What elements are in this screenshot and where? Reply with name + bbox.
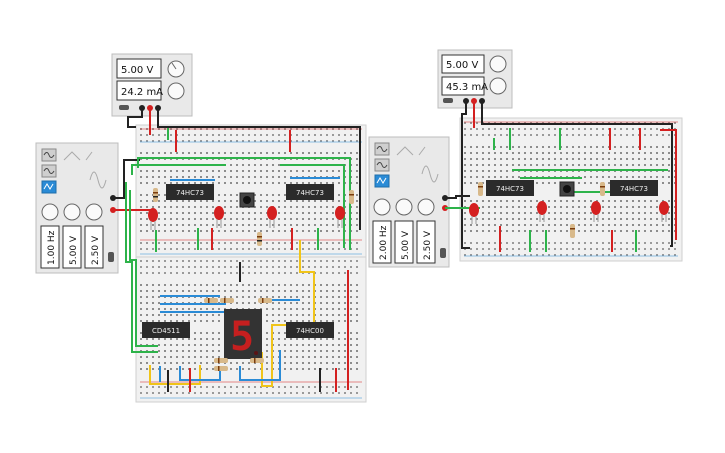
resistor[interactable] bbox=[349, 190, 354, 204]
offset-display bbox=[416, 220, 436, 264]
amplitude-knob[interactable] bbox=[395, 198, 413, 216]
function-generator-right[interactable]: 2.00 Hz 5.00 V 2.50 V bbox=[368, 136, 450, 268]
frequency-display bbox=[372, 220, 392, 264]
frequency-knob[interactable] bbox=[41, 203, 59, 221]
current-readout: 45.3 mA bbox=[446, 82, 488, 93]
frequency-readout: 2.00 Hz bbox=[379, 225, 389, 260]
frequency-readout: 1.00 Hz bbox=[47, 230, 57, 265]
frequency-display bbox=[40, 225, 60, 269]
ic-74hc73-right-1[interactable]: 74HC73 bbox=[486, 180, 534, 196]
resistor[interactable] bbox=[220, 298, 234, 303]
current-knob[interactable] bbox=[167, 82, 185, 100]
led-right-3[interactable] bbox=[591, 201, 601, 222]
generator-switch[interactable] bbox=[440, 248, 446, 258]
frequency-knob[interactable] bbox=[373, 198, 391, 216]
ic-74hc00[interactable]: 74HC00 bbox=[286, 322, 334, 338]
resistor[interactable] bbox=[478, 182, 483, 196]
chip-label: 74HC73 bbox=[296, 189, 324, 197]
chip-label: 74HC00 bbox=[296, 327, 324, 335]
voltage-knob[interactable] bbox=[489, 55, 507, 73]
resistor[interactable] bbox=[204, 298, 218, 303]
ic-cd4511[interactable]: CD4511 bbox=[142, 322, 190, 338]
led-left-3[interactable] bbox=[267, 206, 277, 228]
wires-left[interactable] bbox=[113, 108, 361, 392]
resistors[interactable] bbox=[153, 182, 605, 371]
chip-label: 74HC73 bbox=[496, 185, 524, 193]
offset-readout: 2.50 V bbox=[423, 230, 433, 260]
resistor[interactable] bbox=[250, 358, 264, 363]
current-display bbox=[116, 80, 162, 101]
resistor[interactable] bbox=[258, 298, 272, 303]
offset-knob[interactable] bbox=[85, 203, 103, 221]
wires-right[interactable] bbox=[445, 101, 677, 252]
current-readout: 24.2 mA bbox=[121, 87, 163, 98]
generator-switch[interactable] bbox=[108, 252, 114, 262]
push-button-right[interactable] bbox=[559, 181, 575, 197]
chip-label: CD4511 bbox=[152, 327, 180, 335]
resistor[interactable] bbox=[257, 232, 262, 246]
segment-digit: 5 bbox=[230, 314, 254, 360]
led-left-2[interactable] bbox=[214, 206, 224, 228]
offset-display bbox=[84, 225, 104, 269]
chip-label: 74HC73 bbox=[176, 189, 204, 197]
resistor[interactable] bbox=[570, 224, 575, 238]
waveform-preview bbox=[63, 151, 93, 161]
ic-74hc73-right-2[interactable]: 74HC73 bbox=[610, 180, 658, 196]
offset-readout: 2.50 V bbox=[91, 235, 101, 265]
voltage-display bbox=[441, 54, 485, 74]
power-switch[interactable] bbox=[119, 105, 129, 110]
led-left-4[interactable] bbox=[335, 206, 345, 228]
chip-label: 74HC73 bbox=[620, 185, 648, 193]
power-switch[interactable] bbox=[443, 98, 453, 103]
resistor[interactable] bbox=[600, 182, 605, 196]
led-right-4[interactable] bbox=[659, 201, 669, 222]
ic-74hc73-left-1[interactable]: 74HC73 bbox=[166, 184, 214, 200]
amplitude-readout: 5.00 V bbox=[401, 230, 411, 260]
led-right-1[interactable] bbox=[469, 203, 479, 224]
offset-knob[interactable] bbox=[417, 198, 435, 216]
current-display bbox=[441, 76, 485, 96]
resistor[interactable] bbox=[214, 366, 228, 371]
voltage-readout: 5.00 V bbox=[446, 60, 478, 71]
seven-segment-display: 5 bbox=[224, 309, 262, 360]
function-generator-left[interactable]: 1.00 Hz 5.00 V 2.50 V bbox=[35, 142, 119, 274]
voltage-display bbox=[116, 58, 162, 79]
amplitude-readout: 5.00 V bbox=[69, 235, 79, 265]
power-supply-left[interactable]: 5.00 V 24.2 mA bbox=[111, 53, 193, 117]
waveform-preview bbox=[396, 146, 426, 156]
amplitude-display bbox=[394, 220, 414, 264]
ic-74hc73-left-2[interactable]: 74HC73 bbox=[286, 184, 334, 200]
led-right-2[interactable] bbox=[537, 201, 547, 222]
push-button-left[interactable] bbox=[239, 192, 255, 208]
resistor[interactable] bbox=[153, 188, 158, 202]
current-knob[interactable] bbox=[489, 77, 507, 95]
amplitude-display bbox=[62, 225, 82, 269]
resistor[interactable] bbox=[214, 358, 228, 363]
voltage-readout: 5.00 V bbox=[121, 65, 153, 76]
power-supply-right[interactable]: 5.00 V 45.3 mA bbox=[437, 49, 513, 109]
amplitude-knob[interactable] bbox=[63, 203, 81, 221]
led-left-1[interactable] bbox=[148, 208, 158, 230]
